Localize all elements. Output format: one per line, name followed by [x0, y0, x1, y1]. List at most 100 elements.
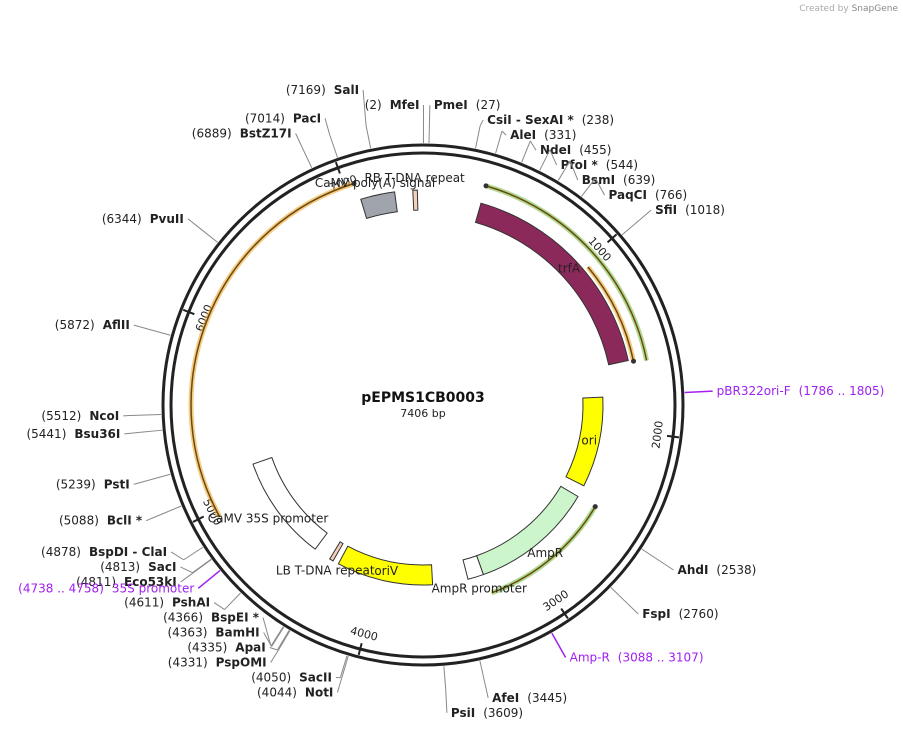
site-leader-paci — [329, 135, 338, 158]
tick-3000 — [560, 607, 569, 620]
site-leader-bsu36i — [139, 429, 163, 433]
site-label-psii: PsiI(3609) — [451, 706, 523, 720]
primer-sites: pBR322ori-F(1786 .. 1805)Amp-R(3088 .. 3… — [18, 384, 884, 664]
site-connector-paqci — [595, 177, 605, 196]
feature-label-lb-t-dna-repeat: LB T-DNA repeat — [276, 563, 375, 577]
tick-4000 — [357, 642, 363, 656]
tick-label-4000: 4000 — [349, 624, 379, 644]
feature-ampr — [476, 485, 579, 576]
primer-label-35s-promoter: (4738 .. 4758)35S promoter — [18, 581, 194, 595]
site-leader-ncoi — [138, 413, 162, 416]
site-label-psti: (5239)PstI — [56, 477, 130, 491]
site-label-alei: AleI(331) — [510, 128, 576, 142]
site-connector-bcli — [145, 514, 161, 522]
feature-camv-35s-promoter — [252, 456, 328, 550]
orf-arrow — [491, 506, 596, 594]
site-label-ncoi: (5512)NcoI — [41, 409, 119, 423]
watermark: Created by SnapGene — [799, 4, 898, 14]
primer-leader-35s-promoter — [197, 570, 221, 589]
site-connector-aflii — [133, 324, 149, 330]
site-leader-alei — [495, 131, 503, 154]
orf-arrow-head — [483, 183, 489, 189]
site-connector-ahdi — [660, 561, 674, 571]
plasmid-length: 7406 bp — [400, 407, 445, 420]
orf-arrow-head — [351, 181, 357, 187]
site-leader-pfoi — [539, 149, 551, 171]
site-leader-fspi — [610, 587, 628, 604]
site-connector-pvuii — [187, 218, 200, 229]
site-connector-alei — [501, 130, 507, 136]
site-label-pmei: PmeI(27) — [434, 98, 501, 112]
site-connector-ncoi — [123, 414, 139, 417]
site-leader-pvuii — [199, 227, 218, 243]
site-connector-fspi — [627, 603, 639, 615]
site-label-paqci: PaqCI(766) — [609, 188, 688, 202]
site-leader-bcli — [159, 505, 182, 516]
site-connector-saci — [180, 566, 193, 574]
feature-label-camv-poly-a-signal: CaMV poly(A) signal — [315, 176, 435, 190]
site-leader-psti — [148, 473, 171, 481]
site-connector-csii-sexai — [479, 119, 484, 127]
site-connector-ndei — [529, 140, 537, 151]
orf-arrows — [188, 181, 650, 596]
site-label-bspdi-clai: (4878)BspDI - ClaI — [41, 545, 167, 559]
orf-arrow-head — [592, 504, 598, 510]
site-label-bsu36i: (5441)Bsu36I — [26, 427, 120, 441]
feature-label-rb-t-dna-repeat: RB T-DNA repeat — [364, 171, 465, 185]
site-label-csii-sexai: CsiI - SexAI *(238) — [487, 113, 614, 127]
site-label-sacii: (4050)SacII — [251, 671, 332, 685]
site-label-fspi: FspI(2760) — [642, 607, 718, 621]
feature-label-camv-35s-promoter: CaMV 35S promoter — [208, 511, 329, 525]
site-connector-sali — [362, 89, 367, 126]
tick-5000 — [192, 515, 205, 523]
site-leader-bsmi — [557, 160, 571, 181]
site-label-bsmi: BsmI(639) — [582, 173, 656, 187]
site-connector-bsu36i — [124, 431, 140, 435]
site-label-ndei: NdeI(455) — [540, 143, 612, 157]
site-leader-bamhi — [271, 626, 285, 647]
site-connector-apai — [269, 647, 278, 651]
site-connector-bstz17i — [295, 133, 303, 148]
site-label-bamhi: (4363)BamHI — [167, 626, 259, 640]
site-connector-sfii — [639, 209, 652, 221]
orf-arrow — [485, 185, 648, 361]
feature-ori — [565, 396, 604, 487]
site-connector-psii — [445, 689, 448, 713]
site-leader-sfii — [621, 219, 640, 236]
site-leader-bspei — [270, 626, 284, 647]
feature-lb-t-dna-repeat — [329, 541, 344, 562]
primer-label-amp-r: Amp-R(3088 .. 3107) — [570, 651, 704, 665]
feature-rb-t-dna-repeat — [412, 189, 419, 211]
site-connector-paci — [324, 118, 331, 136]
orf-arrow — [190, 182, 355, 518]
site-leader-paqci — [581, 177, 596, 197]
site-leader-ndei — [521, 140, 531, 163]
feature-label-oriv: oriV — [374, 564, 399, 578]
tick-1000 — [606, 233, 618, 244]
feature-label-ampr-promoter: AmpR promoter — [432, 582, 527, 596]
site-label-pshai: (4611)PshAI — [124, 596, 210, 610]
site-leader-saci — [192, 558, 212, 574]
site-label-bcli: (5088)BclI * — [59, 514, 143, 528]
site-label-noti: (4044)NotI — [257, 686, 333, 700]
site-connector-bspdi-clai — [170, 551, 184, 561]
site-label-bstz17i: (6889)BstZ17I — [192, 126, 292, 140]
site-label-paci: (7014)PacI — [245, 111, 321, 125]
site-leader-noti — [341, 655, 349, 679]
tick-label-2000: 2000 — [649, 420, 665, 449]
orf-arrow-head — [631, 358, 637, 364]
tick-2000 — [666, 434, 680, 439]
site-leader-bstz17i — [301, 146, 313, 169]
tick-label-3000: 3000 — [541, 587, 571, 613]
backbone-inner-ring — [169, 151, 677, 659]
primer-leader-pbr322ori-f — [684, 390, 713, 394]
site-connector-eco53ki — [180, 572, 194, 583]
site-leader-csii-sexai — [475, 125, 481, 149]
feature-ampr-promoter — [462, 555, 484, 580]
site-label-sali: (7169)SalI — [286, 83, 359, 97]
site-connector-pshai — [213, 602, 225, 610]
site-leader-apai — [276, 629, 290, 651]
feature-oriv — [337, 545, 434, 586]
